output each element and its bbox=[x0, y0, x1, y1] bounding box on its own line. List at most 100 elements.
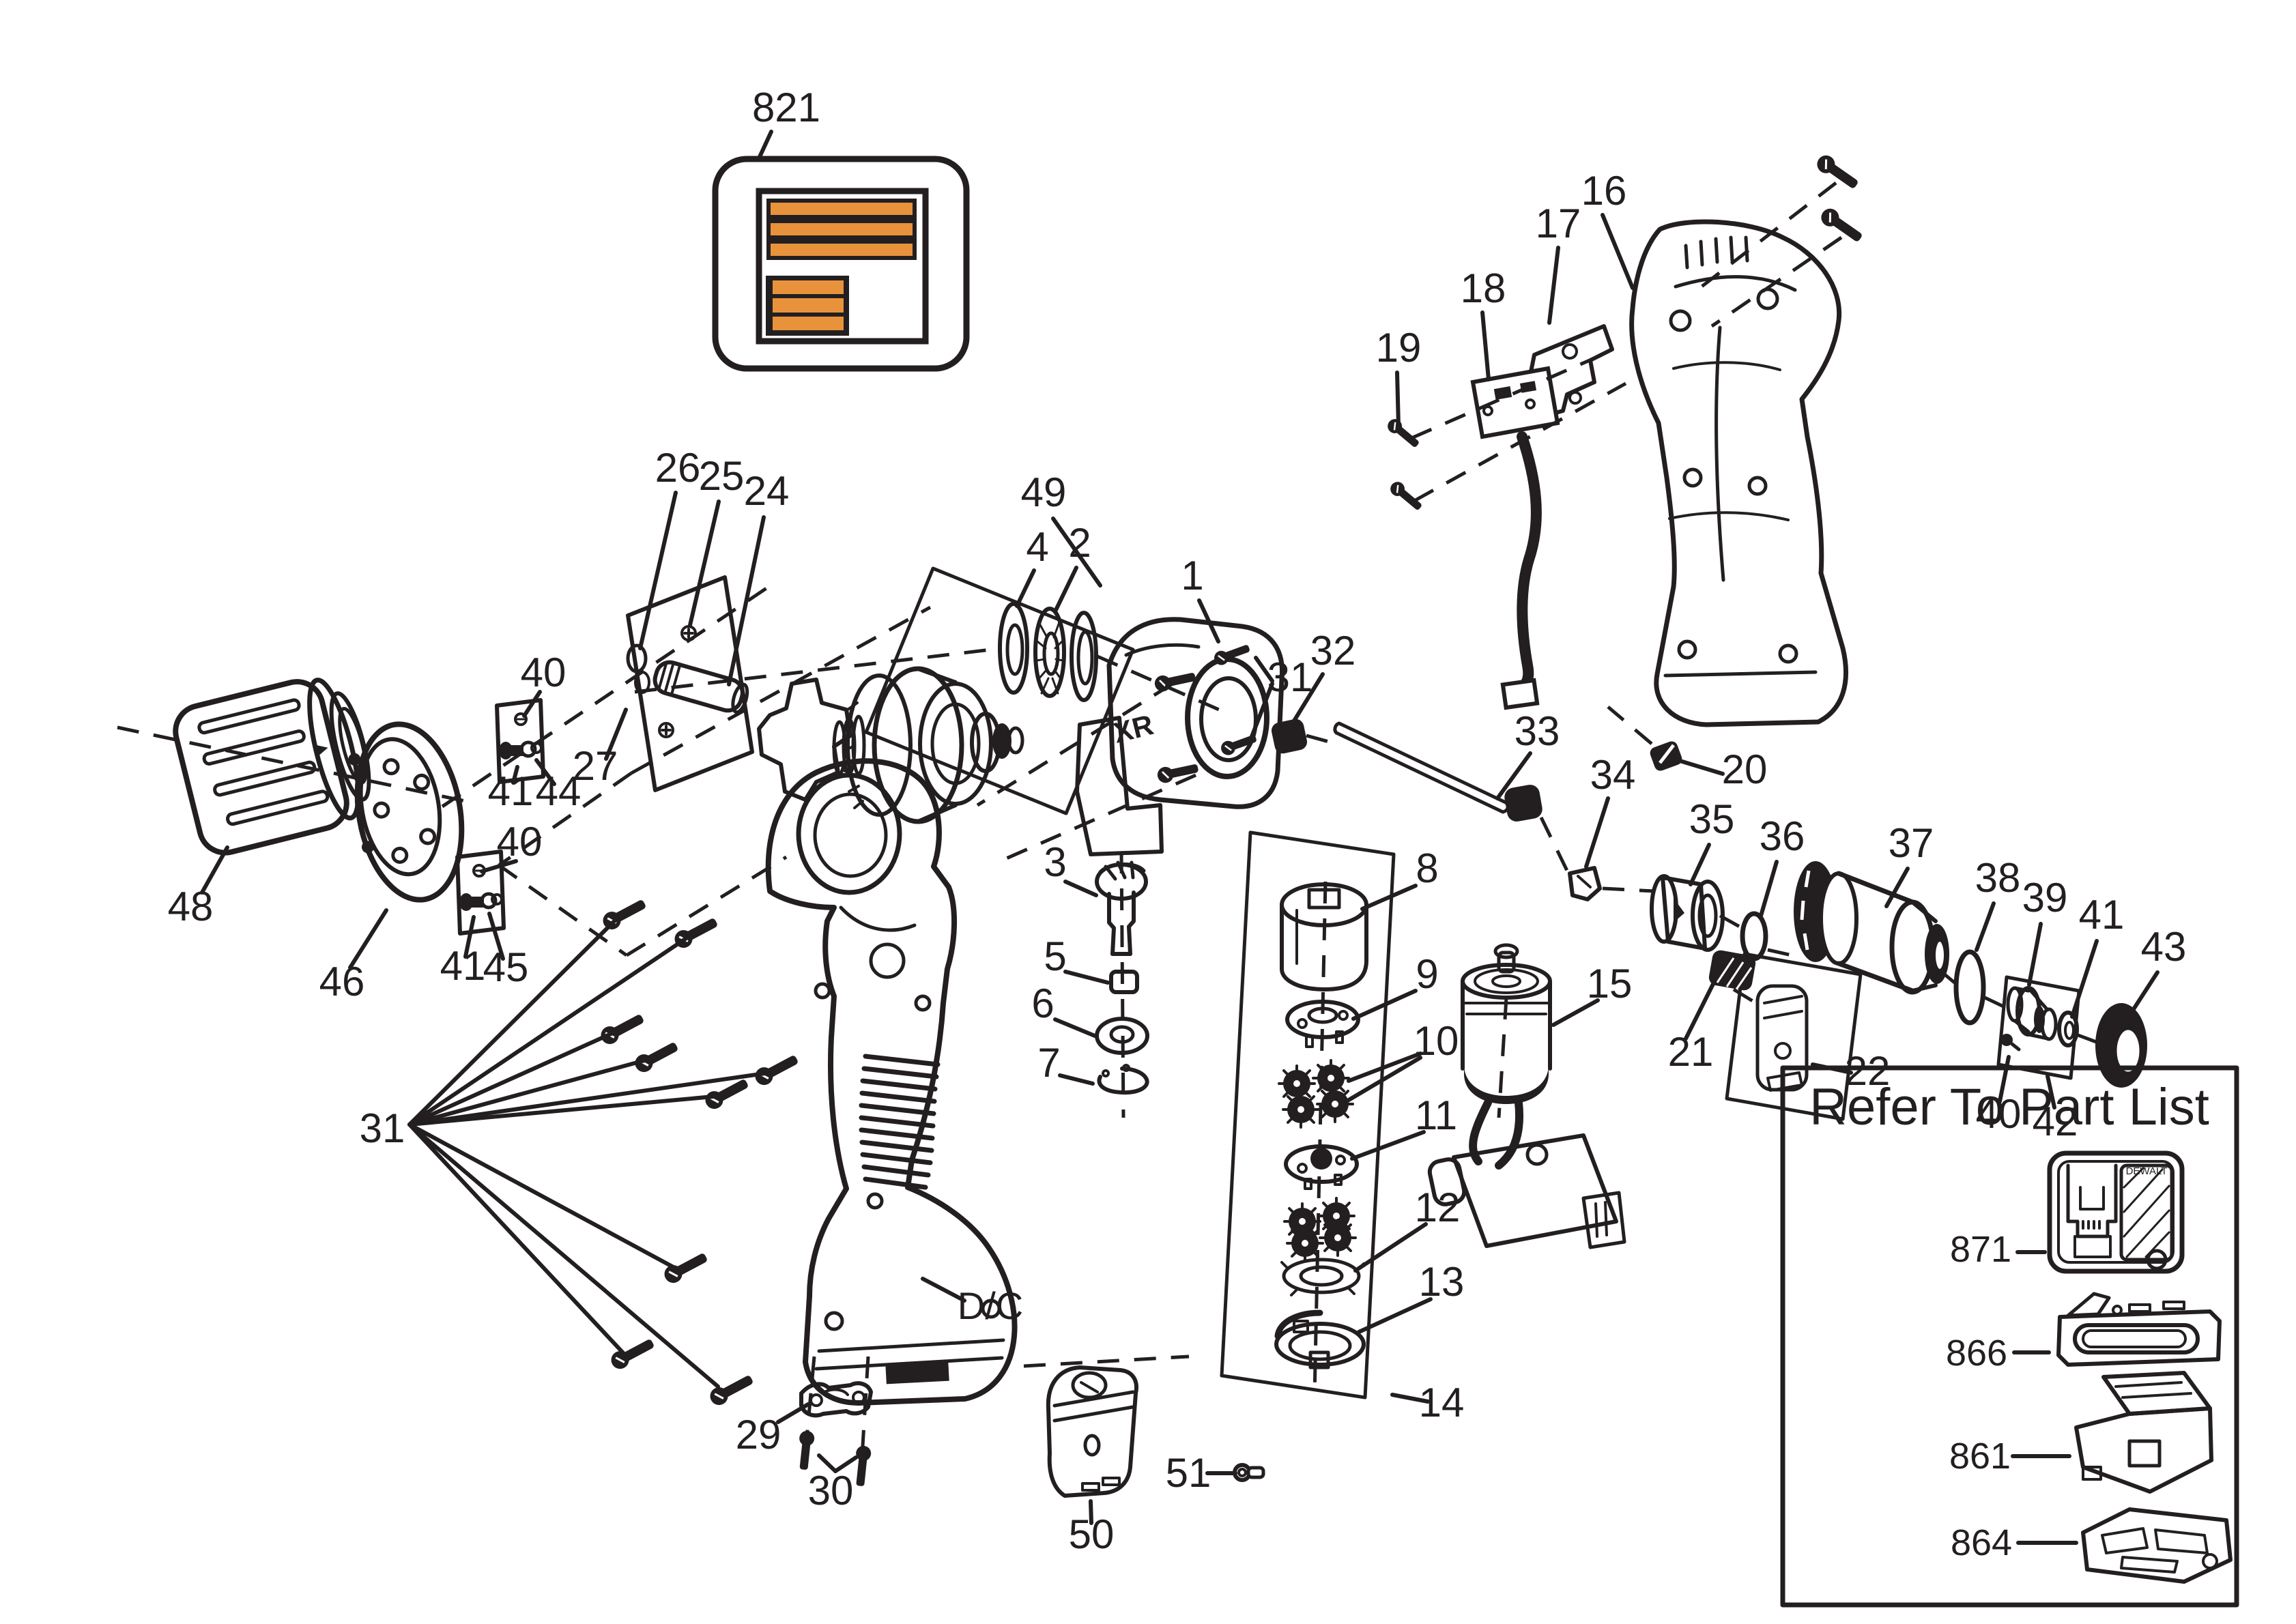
part-label-51: 51 bbox=[1166, 1450, 1211, 1496]
part-label-4: 4 bbox=[1026, 524, 1048, 570]
leader-line bbox=[534, 758, 556, 786]
part-label-864: 864 bbox=[1951, 1522, 2012, 1563]
ring-gear-drum bbox=[842, 666, 1024, 824]
gearbox-assembly bbox=[757, 566, 1135, 824]
retaining-ring-7 bbox=[1097, 1064, 1149, 1095]
part-label-821: 821 bbox=[752, 85, 820, 130]
dashed-line bbox=[1607, 706, 1653, 745]
dashed-line bbox=[859, 1356, 870, 1480]
part-label-19: 19 bbox=[1376, 325, 1422, 371]
thrust-washers bbox=[998, 602, 1098, 702]
part-label-39: 39 bbox=[2022, 875, 2068, 920]
leader-line bbox=[1053, 1017, 1097, 1038]
label-stripe bbox=[766, 199, 917, 219]
dashed-line bbox=[441, 579, 778, 809]
shim-washer-12 bbox=[1280, 1258, 1365, 1296]
dashed-line bbox=[1710, 235, 1843, 328]
leader-line bbox=[407, 934, 691, 1127]
part-label-30: 30 bbox=[808, 1468, 854, 1513]
part-label-15: 15 bbox=[1587, 961, 1633, 1006]
leader-line bbox=[1063, 880, 1098, 897]
part-label-xr: XR bbox=[1110, 708, 1156, 749]
leader-line bbox=[727, 515, 766, 686]
leader-line bbox=[480, 859, 518, 873]
leader-line bbox=[511, 765, 519, 785]
rubber-cap-43 bbox=[2095, 1003, 2147, 1088]
part-label-5: 5 bbox=[1044, 933, 1066, 979]
kit-box-861 bbox=[2074, 1371, 2213, 1494]
gearcase-foot bbox=[1075, 716, 1164, 856]
part-label-10: 10 bbox=[1414, 1018, 1459, 1064]
o-ring-38 bbox=[1953, 949, 1986, 1026]
leader-line bbox=[1347, 1052, 1422, 1083]
leader-line bbox=[407, 1122, 720, 1389]
leader-line bbox=[1350, 1130, 1426, 1161]
leader-line bbox=[200, 845, 229, 895]
leader-line bbox=[407, 1122, 629, 1359]
label-stripe bbox=[766, 240, 917, 260]
button-20 bbox=[1650, 741, 1682, 771]
wire-harness bbox=[1515, 431, 1542, 693]
part-label-20: 20 bbox=[1722, 746, 1768, 792]
leader-line bbox=[1063, 970, 1110, 985]
part-label-41: 41 bbox=[2079, 892, 2125, 938]
part-label-40: 40 bbox=[521, 650, 566, 695]
leader-line bbox=[1584, 796, 1610, 869]
leader-line bbox=[1551, 998, 1600, 1027]
dashed-line bbox=[2076, 1032, 2099, 1045]
leader-line bbox=[407, 1071, 772, 1127]
part-label-866: 866 bbox=[1946, 1333, 2007, 1374]
dashed-line bbox=[634, 648, 992, 694]
screw-40-right bbox=[2000, 1034, 2013, 1046]
rear-housing-half bbox=[1629, 219, 1848, 727]
washer-rear bbox=[1070, 611, 1098, 702]
part-label-18: 18 bbox=[1461, 265, 1506, 311]
dashed-line bbox=[498, 771, 633, 867]
label-card-821 bbox=[712, 156, 970, 372]
leader-line bbox=[2130, 970, 2159, 1013]
leader-line bbox=[1689, 843, 1711, 886]
detent-plate-44 bbox=[495, 698, 545, 784]
motor-wire bbox=[1469, 1099, 1492, 1165]
dashed-line bbox=[1413, 381, 1627, 503]
hook-screw-51 bbox=[1233, 1463, 1265, 1482]
dashed-line bbox=[630, 605, 932, 775]
leader-line bbox=[407, 1094, 723, 1127]
leader-line bbox=[1058, 1073, 1095, 1086]
circuit-board bbox=[1470, 366, 1560, 710]
leader-line bbox=[407, 916, 620, 1127]
part-label-36: 36 bbox=[1760, 813, 1805, 859]
part-label-dewalt: DEWALT bbox=[2126, 1165, 2168, 1177]
dashed-line bbox=[1697, 182, 1837, 291]
part-label-8: 8 bbox=[1416, 845, 1438, 891]
dashed-line bbox=[804, 1356, 816, 1446]
trigger-switch bbox=[1427, 1133, 1626, 1249]
clutch-collar-48 bbox=[173, 678, 371, 856]
leader-line bbox=[2027, 922, 2043, 987]
belt-hook-50 bbox=[1046, 1365, 1138, 1498]
washer-2 bbox=[1033, 607, 1066, 698]
pin-plate-assembly bbox=[626, 575, 754, 792]
battery-866 bbox=[2056, 1292, 2222, 1367]
leader-line bbox=[1291, 672, 1325, 724]
spindle-plate-42 bbox=[1996, 975, 2081, 1080]
leader-polyline bbox=[817, 1453, 858, 1473]
dashed-line bbox=[117, 725, 478, 806]
motor-assembly bbox=[1427, 943, 1626, 1249]
part-label-3: 3 bbox=[1044, 839, 1066, 885]
part-label-7: 7 bbox=[1037, 1040, 1060, 1086]
part-label-46: 46 bbox=[319, 959, 365, 1004]
leader-line bbox=[348, 908, 388, 970]
part-label-50: 50 bbox=[1069, 1511, 1115, 1557]
part-label-27: 27 bbox=[573, 743, 618, 789]
dashed-line bbox=[1023, 1354, 1190, 1368]
dashed-line bbox=[625, 855, 788, 957]
part-label-24: 24 bbox=[744, 468, 790, 514]
part-label-49: 49 bbox=[1021, 469, 1067, 515]
refer-box-title: Refer To Part List bbox=[1809, 1078, 2209, 1136]
part-label-21: 21 bbox=[1668, 1029, 1714, 1075]
part-label-2: 2 bbox=[1068, 520, 1091, 566]
leader-line bbox=[1353, 1222, 1428, 1273]
